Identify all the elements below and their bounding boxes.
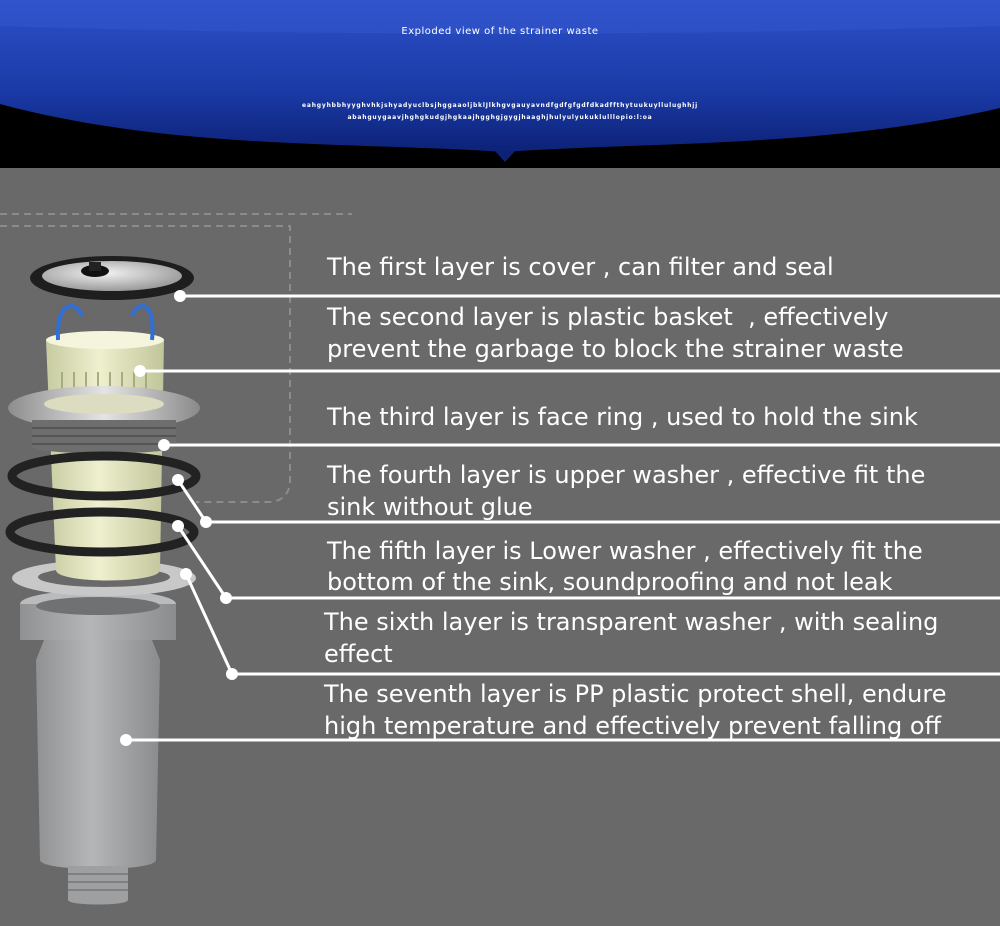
label-transparent-washer-line-1: The sixth layer is transparent washer , … — [324, 608, 939, 636]
page-title: Exploded view of the strainer waste — [401, 26, 599, 37]
leader-dot-upper-washer-end — [200, 516, 212, 528]
leader-dot-cover — [174, 290, 186, 302]
leader-dots — [120, 290, 238, 746]
label-basket-line-1: The second layer is plastic basket , eff… — [327, 303, 889, 331]
label-upper-washer-line-1: The fourth layer is upper washer , effec… — [327, 461, 926, 489]
leader-dot-upper-washer — [172, 474, 184, 486]
header-banner-wave — [0, 0, 1000, 152]
header-subtext-line-2: abahguygaavjhghgkudgjhgkaajhgghgjgygjhaa… — [347, 114, 653, 121]
header-banner-shine — [0, 0, 1000, 34]
label-upper-washer-line-2: sink without glue — [327, 493, 533, 521]
label-cover: The first layer is cover , can filter an… — [327, 253, 834, 281]
lower-washer — [5, 507, 199, 557]
label-lower-washer-line-1: The fifth layer is Lower washer , effect… — [327, 537, 923, 565]
leader-dot-basket — [134, 365, 146, 377]
header-banner: Exploded view of the strainer waste eahg… — [0, 0, 1000, 168]
leader-dot-shell — [120, 734, 132, 746]
label-shell-line-1: The seventh layer is PP plastic protect … — [324, 680, 947, 708]
face-ring — [8, 386, 200, 454]
exploded-diagram — [0, 213, 1000, 905]
upper-washer — [7, 451, 201, 501]
sink-outline — [0, 213, 352, 503]
cover — [30, 256, 194, 300]
leader-dot-lower-washer — [172, 520, 184, 532]
label-transparent-washer-line-2: effect — [324, 640, 393, 668]
label-shell-line-2: high temperature and effectively prevent… — [324, 712, 942, 740]
leader-dot-face-ring — [158, 439, 170, 451]
leader-dot-transparent-washer-end — [226, 668, 238, 680]
label-face-ring: The third layer is face ring , used to h… — [327, 403, 918, 431]
leader-dot-transparent-washer — [180, 568, 192, 580]
header-banner-shape — [0, 0, 1000, 162]
label-lower-washer-line-2: bottom of the sink, soundproofing and no… — [327, 568, 893, 596]
label-basket-line-2: prevent the garbage to block the straine… — [327, 335, 904, 363]
header-subtext-line-1: eahgyhbbhyyghvhkjshyadyuclbsjhggaaoljbkl… — [302, 102, 698, 109]
header-pointer — [494, 150, 516, 162]
leader-dot-lower-washer-end — [220, 592, 232, 604]
pp-shell — [20, 590, 176, 905]
